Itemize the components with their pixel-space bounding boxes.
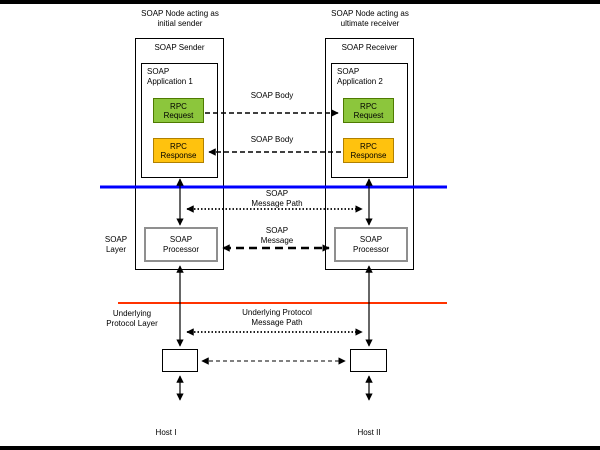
rpc-request-box-sender: RPC Request — [153, 98, 204, 123]
soap-processor-box-sender: SOAP Processor — [144, 227, 218, 262]
rpc-request-receiver-line2: Request — [353, 110, 384, 120]
rpc-request-sender-line1: RPC — [170, 101, 187, 111]
left-node-caption-line2: initial sender — [157, 19, 203, 28]
soap-layer-label-line1: SOAP — [104, 235, 128, 244]
rpc-request-receiver-line1: RPC — [360, 101, 377, 111]
soap-message-path-label-line1: SOAP — [265, 189, 289, 198]
soap-application-1-label: SOAP Application 1 — [147, 67, 193, 87]
soap-application-2-label-line2: Application 2 — [337, 77, 383, 86]
underlying-protocol-layer-line1: Underlying — [112, 309, 152, 318]
rpc-response-receiver-line1: RPC — [360, 141, 377, 151]
soap-processor-sender-line1: SOAP — [169, 234, 193, 244]
right-node-caption-line2: ultimate receiver — [340, 19, 400, 28]
soap-processor-receiver-line2: Processor — [352, 244, 389, 254]
soap-body-request-label: SOAP Body — [250, 91, 294, 100]
right-node-caption-line1: SOAP Node acting as — [331, 9, 409, 18]
rpc-response-box-receiver: RPC Response — [343, 138, 394, 163]
soap-body-response-label: SOAP Body — [250, 135, 294, 144]
soap-layer-label: SOAP Layer — [95, 235, 137, 255]
soap-message-label: SOAP Message — [237, 226, 317, 246]
underlying-protocol-layer-label: Underlying Protocol Layer — [92, 309, 172, 329]
underlying-protocol-layer-line2: Protocol Layer — [106, 319, 158, 328]
soap-layer-label-line2: Layer — [105, 245, 126, 254]
soap-sender-title: SOAP Sender — [154, 43, 205, 52]
soap-message-label-line1: SOAP — [265, 226, 289, 235]
bottom-border-bar — [0, 446, 600, 450]
soap-message-path-label-line2: Message Path — [251, 199, 303, 208]
host-2-box — [350, 349, 387, 372]
soap-processor-sender-line2: Processor — [162, 244, 199, 254]
soap-application-1-label-line2: Application 1 — [147, 77, 193, 86]
top-border-bar — [0, 0, 600, 4]
rpc-response-sender-line1: RPC — [170, 141, 187, 151]
soap-application-1-label-line1: SOAP — [147, 67, 170, 76]
rpc-response-receiver-line2: Response — [350, 150, 387, 160]
host-1-label: Host I — [155, 428, 177, 437]
soap-application-2-label-line1: SOAP — [337, 67, 360, 76]
left-node-caption: SOAP Node acting as initial sender — [118, 9, 242, 29]
underlying-protocol-message-path-label: Underlying Protocol Message Path — [227, 308, 327, 328]
rpc-request-box-receiver: RPC Request — [343, 98, 394, 123]
host-2-label: Host II — [357, 428, 381, 437]
soap-message-label-line2: Message — [260, 236, 294, 245]
right-node-caption: SOAP Node acting as ultimate receiver — [308, 9, 432, 29]
soap-processor-receiver-line1: SOAP — [359, 234, 383, 244]
left-node-caption-line1: SOAP Node acting as — [141, 9, 219, 18]
rpc-request-sender-line2: Request — [163, 110, 194, 120]
rpc-response-sender-line2: Response — [160, 150, 197, 160]
underlying-path-label-line2: Message Path — [251, 318, 303, 327]
host-1-box — [162, 349, 198, 372]
soap-processor-box-receiver: SOAP Processor — [334, 227, 408, 262]
soap-message-path-label: SOAP Message Path — [237, 189, 317, 209]
rpc-response-box-sender: RPC Response — [153, 138, 204, 163]
soap-receiver-title: SOAP Receiver — [341, 43, 398, 52]
soap-application-2-label: SOAP Application 2 — [337, 67, 383, 87]
underlying-path-label-line1: Underlying Protocol — [242, 308, 312, 317]
